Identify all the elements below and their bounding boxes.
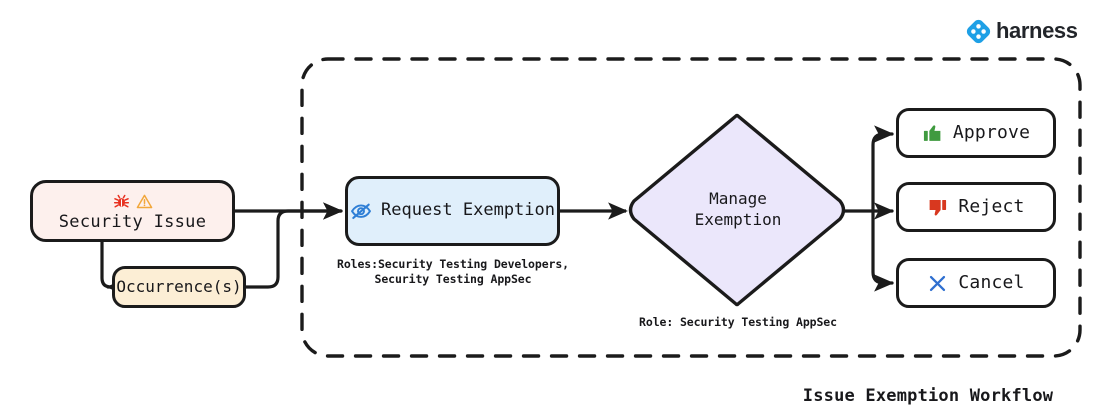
harness-brand-lockup: harness	[966, 18, 1078, 44]
workflow-dashed-container	[300, 57, 1082, 358]
node-request-exemption[interactable]: Request Exemption	[345, 176, 560, 246]
thumbs-up-icon	[922, 123, 943, 144]
harness-brand-name: harness	[996, 18, 1078, 43]
request-roles-line-2: Security Testing AppSec	[374, 272, 532, 287]
approve-label: Approve	[952, 121, 1031, 143]
bug-icon	[113, 193, 130, 210]
node-occurrences[interactable]: Occurrence(s)	[112, 266, 246, 308]
connector-manage-to-cancel	[871, 209, 894, 292]
connector-occurrences-to-request	[244, 202, 343, 289]
connector-manage-to-approve	[871, 125, 894, 213]
thumbs-down-icon	[927, 197, 948, 218]
security-issue-icon-row	[113, 192, 153, 211]
manage-exemption-role-caption: Role: Security Testing AppSec	[639, 315, 837, 329]
warning-triangle-icon	[136, 193, 153, 210]
request-exemption-roles-caption: Roles:Security Testing Developers, Secur…	[337, 257, 569, 287]
node-approve-action[interactable]: Approve	[896, 108, 1056, 158]
workflow-title: Issue Exemption Workflow	[802, 386, 1054, 406]
node-reject-action[interactable]: Reject	[896, 182, 1056, 232]
connector-security-issue-to-occurrences	[100, 240, 126, 296]
manage-exemption-label-line-2: Exemption	[694, 210, 782, 229]
node-manage-exemption-diamond[interactable]	[628, 113, 846, 307]
eye-slash-icon	[350, 200, 372, 222]
request-exemption-label: Request Exemption	[381, 200, 555, 221]
request-roles-line-1: Roles:Security Testing Developers,	[337, 257, 570, 271]
node-manage-exemption-label: Manage Exemption	[663, 183, 813, 237]
x-cross-icon	[927, 273, 948, 294]
manage-exemption-label-line-1: Manage	[709, 189, 767, 209]
cancel-label: Cancel	[958, 271, 1025, 293]
node-cancel-action[interactable]: Cancel	[896, 258, 1056, 308]
occurrences-label: Occurrence(s)	[116, 277, 242, 296]
harness-diamond-logo-icon	[966, 19, 991, 44]
security-issue-label: Security Issue	[58, 211, 207, 232]
reject-label: Reject	[958, 195, 1025, 217]
node-security-issue[interactable]: Security Issue	[30, 180, 235, 242]
